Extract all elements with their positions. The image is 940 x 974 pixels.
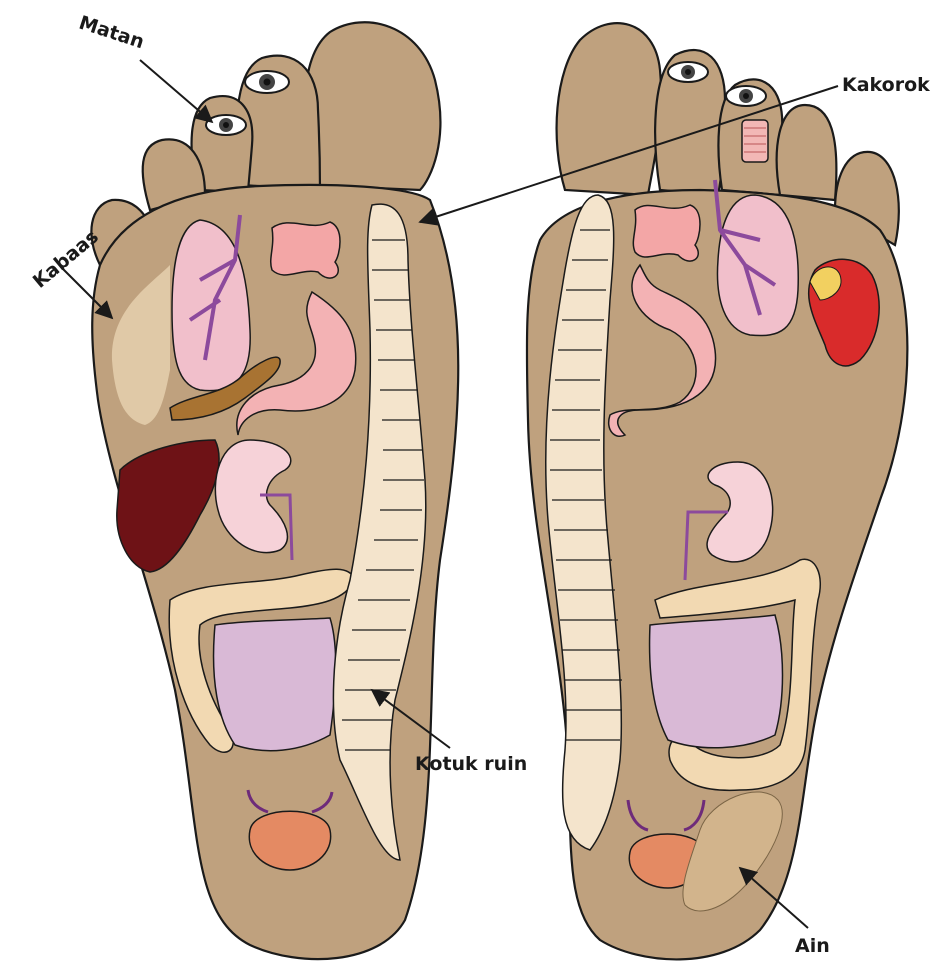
label-eye-text: Matan: [76, 12, 147, 54]
left-eye-small-icon: [206, 115, 246, 135]
right-foot: [527, 23, 908, 959]
left-eye-icon: [245, 71, 289, 93]
label-spine-text: Kotuk ruin: [415, 753, 527, 775]
right-small-intestine-icon: [650, 615, 783, 748]
left-small-intestine-icon: [214, 618, 336, 751]
right-eye-small-icon: [726, 86, 766, 106]
left-big-toe: [305, 22, 441, 190]
right-thyroid-icon: [633, 205, 700, 261]
label-eye: Matan: [76, 12, 212, 122]
label-eye-arrow: [140, 60, 212, 122]
label-hip-text: Ain: [795, 935, 830, 957]
right-eye-icon: [668, 62, 708, 82]
label-shoulder-text: Kabaas: [29, 226, 103, 293]
left-foot: [91, 22, 458, 959]
right-throat-icon: [742, 120, 768, 162]
left-thyroid-icon: [271, 222, 340, 278]
right-big-toe: [557, 23, 662, 195]
label-throat-text: Kakorok: [842, 74, 930, 96]
right-fourth-toe: [777, 105, 837, 200]
